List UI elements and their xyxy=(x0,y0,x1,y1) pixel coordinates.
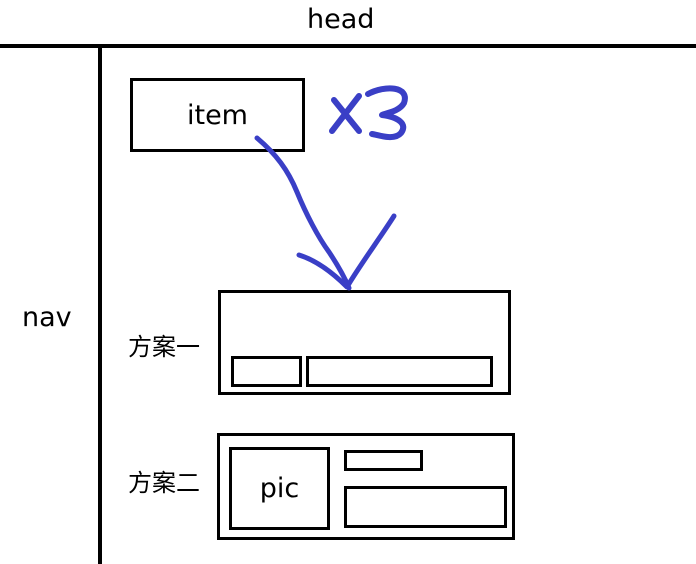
head-divider xyxy=(0,44,696,48)
option-one-box xyxy=(218,290,511,395)
head-label: head xyxy=(307,4,375,35)
pic-label: pic xyxy=(259,473,300,504)
nav-divider xyxy=(98,46,102,564)
nav-label: nav xyxy=(22,302,72,333)
option-two-label: 方案二 xyxy=(128,469,200,497)
option-two-text-block xyxy=(344,486,507,528)
x3-annotation xyxy=(329,85,408,141)
item-label: item xyxy=(186,99,248,131)
option-one-wide-block xyxy=(306,356,493,387)
option-two-title-block xyxy=(344,450,423,471)
arrow-from-item xyxy=(254,135,352,291)
option-one-small-block xyxy=(231,356,302,387)
item-box: item xyxy=(130,78,305,152)
pic-box: pic xyxy=(229,447,330,530)
option-one-label: 方案一 xyxy=(128,333,200,361)
option-two-box: pic xyxy=(217,433,515,540)
arrow-head xyxy=(296,213,397,290)
